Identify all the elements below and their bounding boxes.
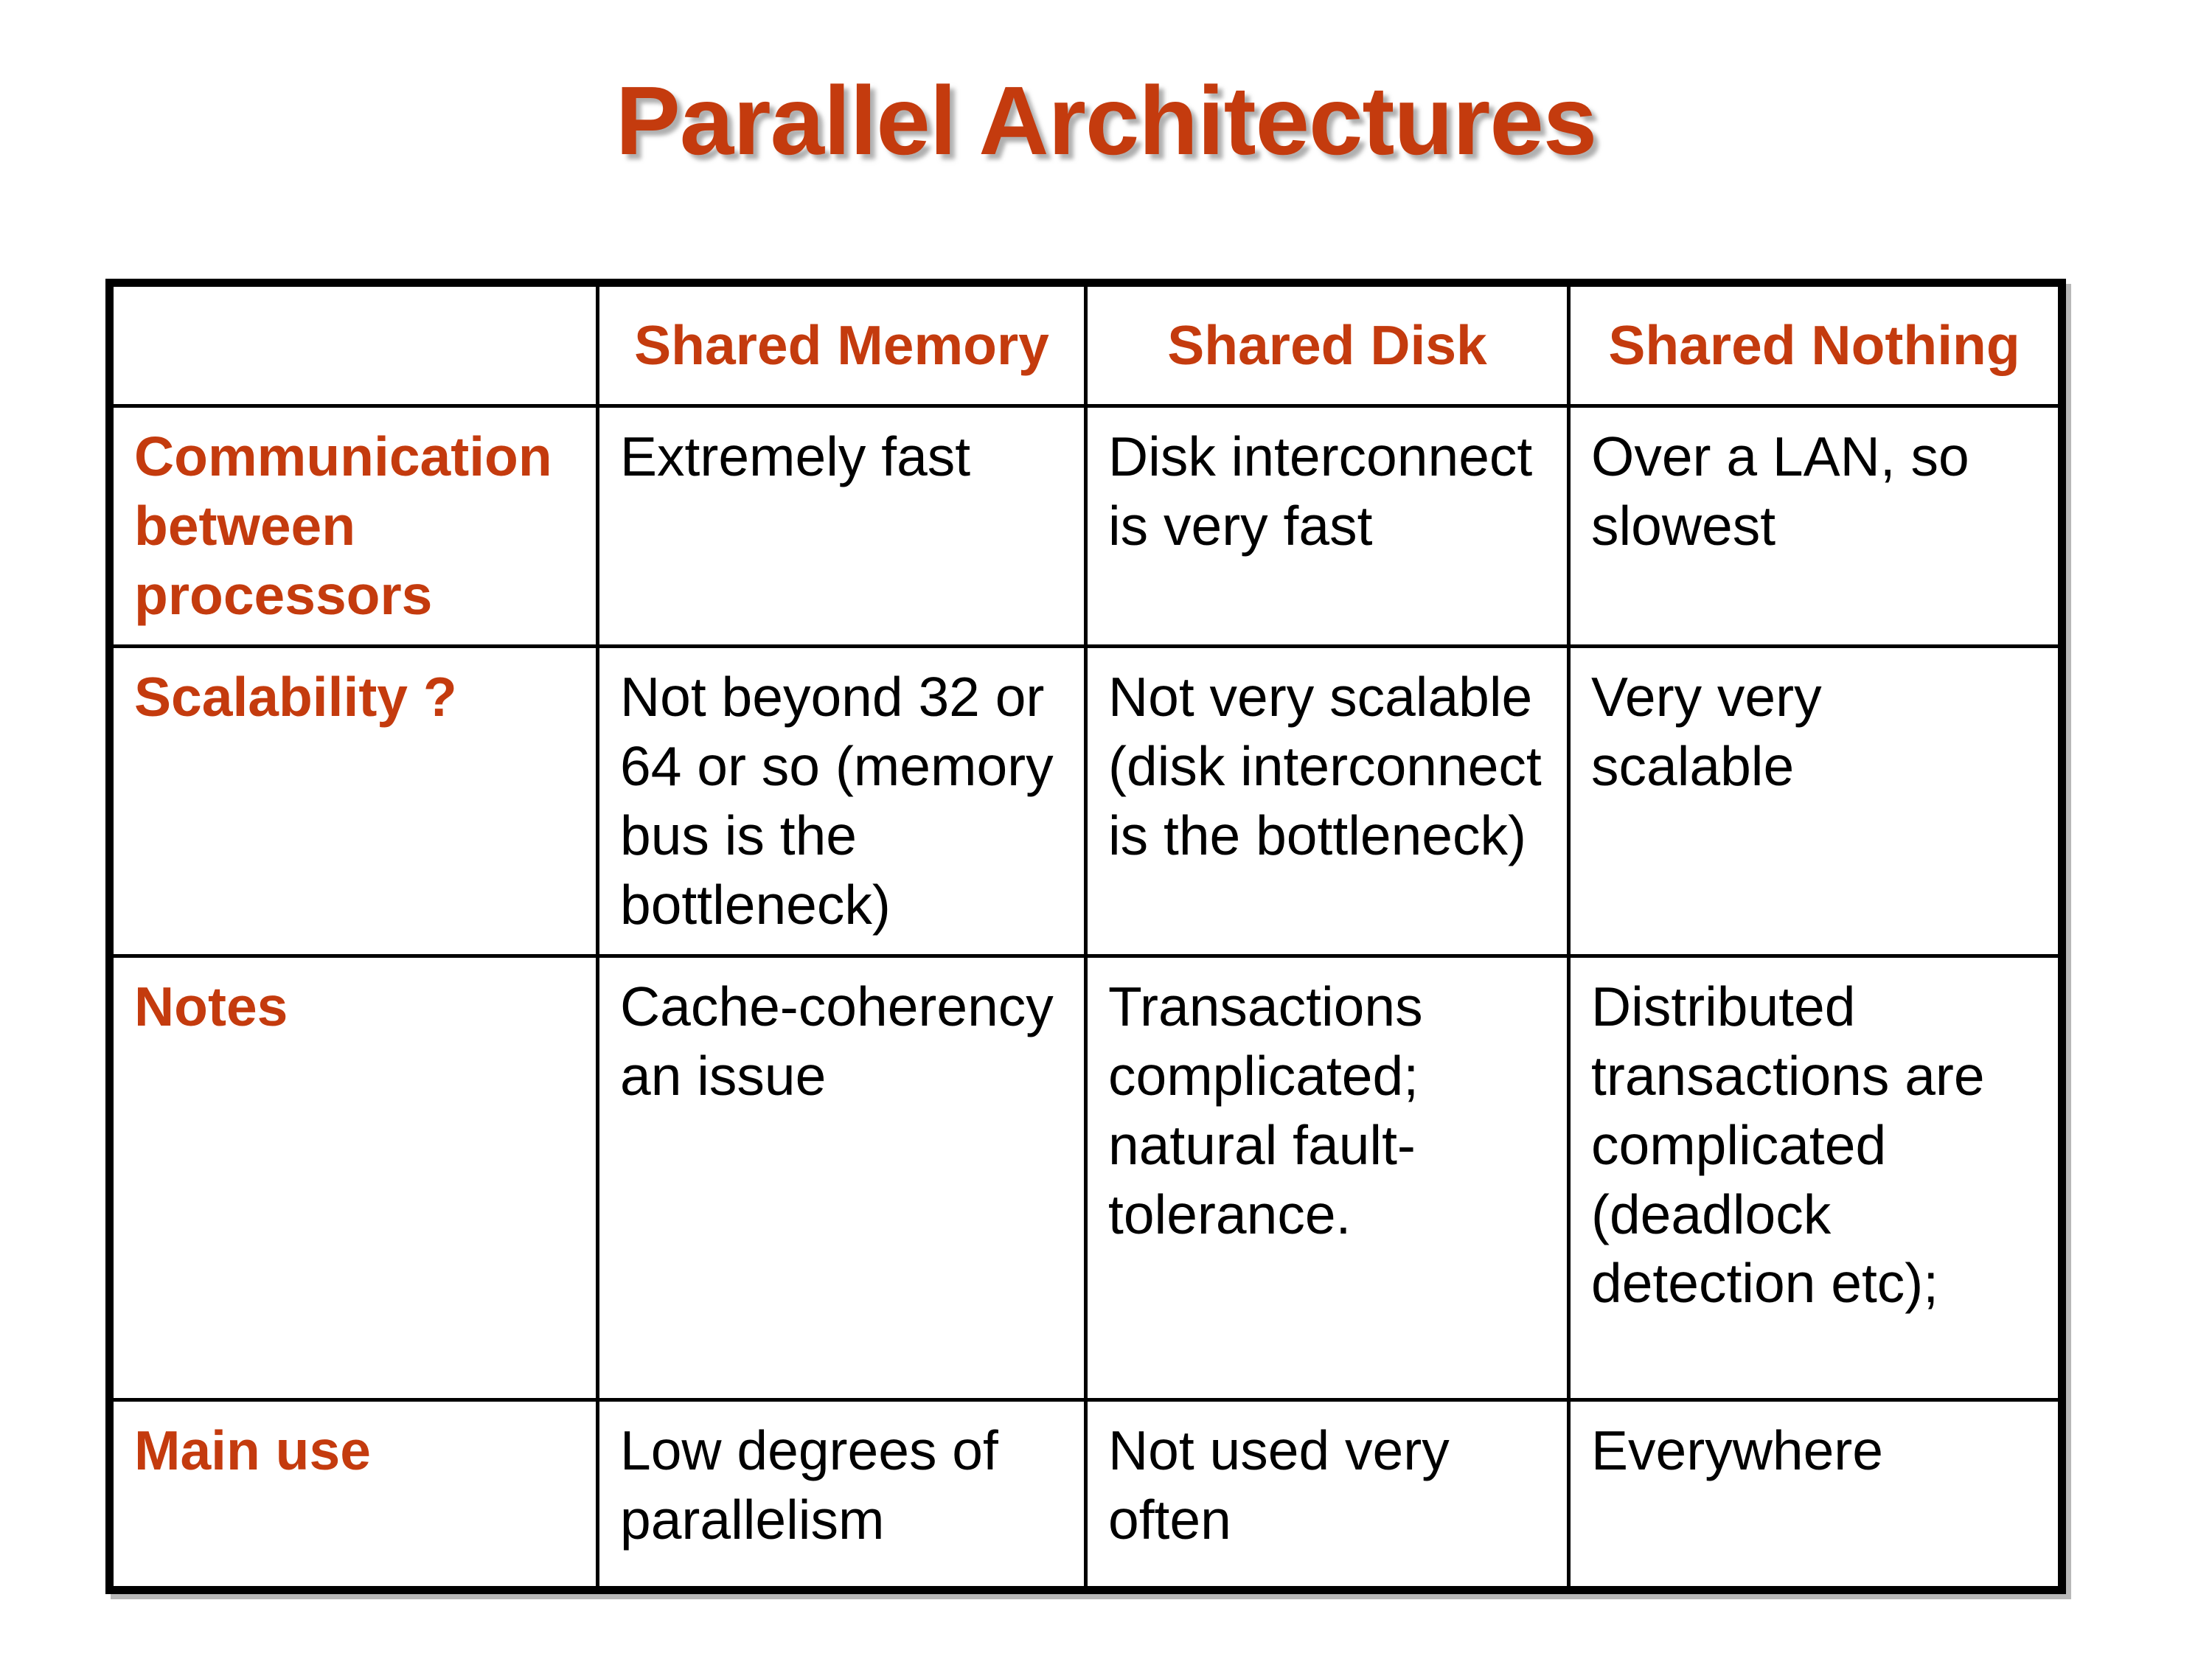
- slide-title: Parallel Architectures: [615, 66, 1597, 175]
- row-scalability: Scalability ? Not beyond 32 or 64 or so …: [108, 644, 2064, 959]
- cell-notes-shared-nothing: Distributed transactions are complicated…: [1567, 954, 2064, 1402]
- cell-scalability-shared-nothing: Very very scalable: [1567, 644, 2064, 959]
- cell-notes-shared-disk: Transactions complicated; natural fault-…: [1084, 954, 1571, 1402]
- cell-main-use-shared-disk: Not used very often: [1084, 1398, 1571, 1593]
- row-label-communication: Communication between processors: [108, 403, 599, 649]
- cell-communication-shared-nothing: Over a LAN, so slowest: [1567, 403, 2064, 649]
- cell-main-use-shared-nothing: Everywhere: [1567, 1398, 2064, 1593]
- cell-main-use-shared-memory: Low degrees of parallelism: [596, 1398, 1088, 1593]
- comparison-table: Shared Memory Shared Disk Shared Nothing…: [105, 279, 2066, 1595]
- row-label-main-use: Main use: [108, 1398, 599, 1593]
- col-header-shared-nothing: Shared Nothing: [1567, 281, 2064, 408]
- row-label-scalability: Scalability ?: [108, 644, 599, 959]
- cell-scalability-shared-memory: Not beyond 32 or 64 or so (memory bus is…: [596, 644, 1088, 959]
- col-header-shared-disk: Shared Disk: [1084, 281, 1571, 408]
- col-header-blank: [108, 281, 599, 408]
- cell-scalability-shared-disk: Not very scalable (disk interconnect is …: [1084, 644, 1571, 959]
- row-label-notes: Notes: [108, 954, 599, 1402]
- cell-communication-shared-disk: Disk interconnect is very fast: [1084, 403, 1571, 649]
- cell-communication-shared-memory: Extremely fast: [596, 403, 1088, 649]
- header-row: Shared Memory Shared Disk Shared Nothing: [108, 281, 2064, 408]
- row-main-use: Main use Low degrees of parallelism Not …: [108, 1398, 2064, 1593]
- col-header-shared-memory: Shared Memory: [596, 281, 1088, 408]
- row-notes: Notes Cache-coherency an issue Transacti…: [108, 954, 2064, 1402]
- row-communication: Communication between processors Extreme…: [108, 403, 2064, 649]
- cell-notes-shared-memory: Cache-coherency an issue: [596, 954, 1088, 1402]
